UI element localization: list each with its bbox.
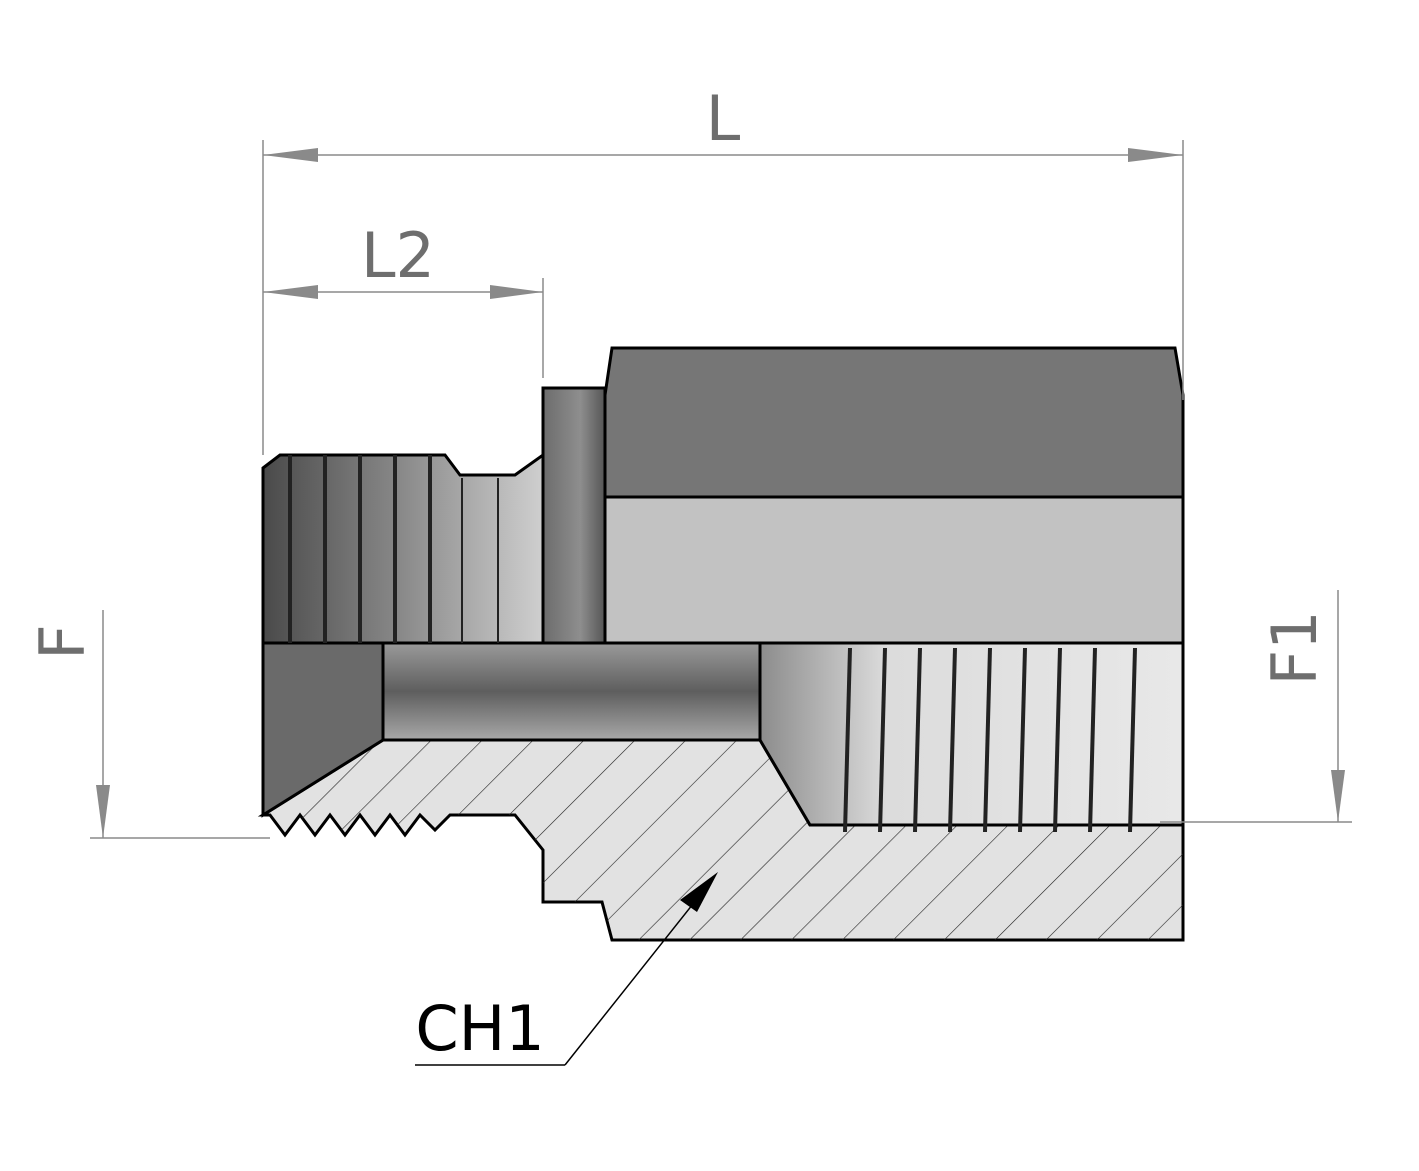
dim-label-F1: F1: [1258, 610, 1331, 685]
female-thread: [758, 641, 1185, 833]
hex-body: [603, 346, 1185, 645]
male-thread: [261, 452, 545, 645]
collar: [541, 386, 607, 645]
dim-label-CH1: CH1: [415, 992, 544, 1065]
dim-label-F: F: [26, 624, 99, 660]
ch1-leader: [415, 872, 718, 1066]
dim-label-L2: L2: [361, 219, 435, 292]
dimension-arrows: [96, 148, 1345, 838]
dim-label-L: L: [706, 82, 741, 155]
bore: [261, 641, 762, 818]
